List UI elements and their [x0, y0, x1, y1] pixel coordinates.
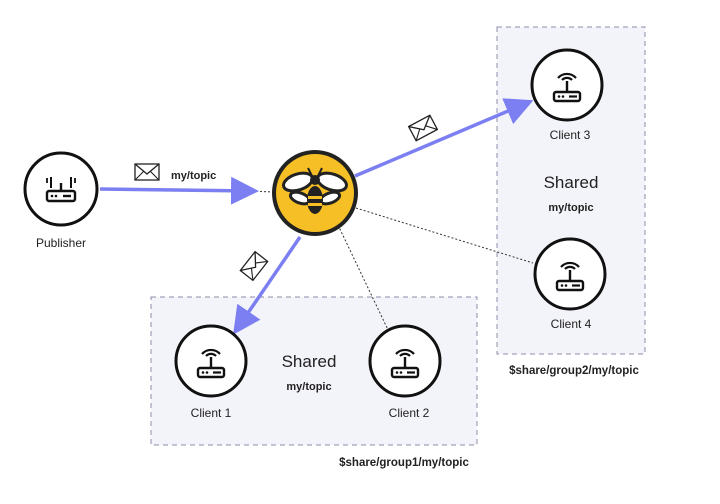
client-1-label: Client 1: [191, 406, 232, 420]
group-1-shared-label: Shared: [282, 352, 337, 371]
client-1-node: [174, 324, 248, 398]
client-4-label: Client 4: [551, 317, 592, 331]
client-2-node: [368, 324, 442, 398]
group-2-share-path: $share/group2/my/topic: [509, 365, 639, 377]
publisher-node: [23, 151, 99, 227]
group-1-share-path: $share/group1/my/topic: [339, 457, 469, 469]
client-4-node: [533, 237, 607, 311]
router-icon: [45, 177, 77, 203]
dotted-link-publisher: [251, 190, 273, 193]
client-3-node: [530, 48, 604, 122]
bee-logo-icon: [282, 167, 348, 214]
envelope-icon: [134, 163, 160, 181]
group-2-shared-label: Shared: [544, 173, 599, 192]
dotted-link-client-2: [337, 224, 391, 335]
envelope-icon: [407, 114, 439, 142]
dotted-link-client-4: [355, 207, 534, 264]
arrow-publisher-to-broker: [99, 176, 259, 205]
client-3-label: Client 3: [550, 128, 591, 142]
arrow-broker-to-client-3: [354, 98, 534, 178]
publisher-label: Publisher: [36, 236, 86, 250]
group-1-topic-label: my/topic: [286, 381, 331, 393]
group-2-topic-label: my/topic: [548, 202, 593, 214]
broker-node: [272, 150, 358, 236]
publisher-topic-label: my/topic: [171, 170, 216, 182]
client-2-label: Client 2: [389, 406, 430, 420]
arrow-broker-to-client-1: [233, 236, 302, 335]
envelope-icon: [239, 250, 269, 282]
